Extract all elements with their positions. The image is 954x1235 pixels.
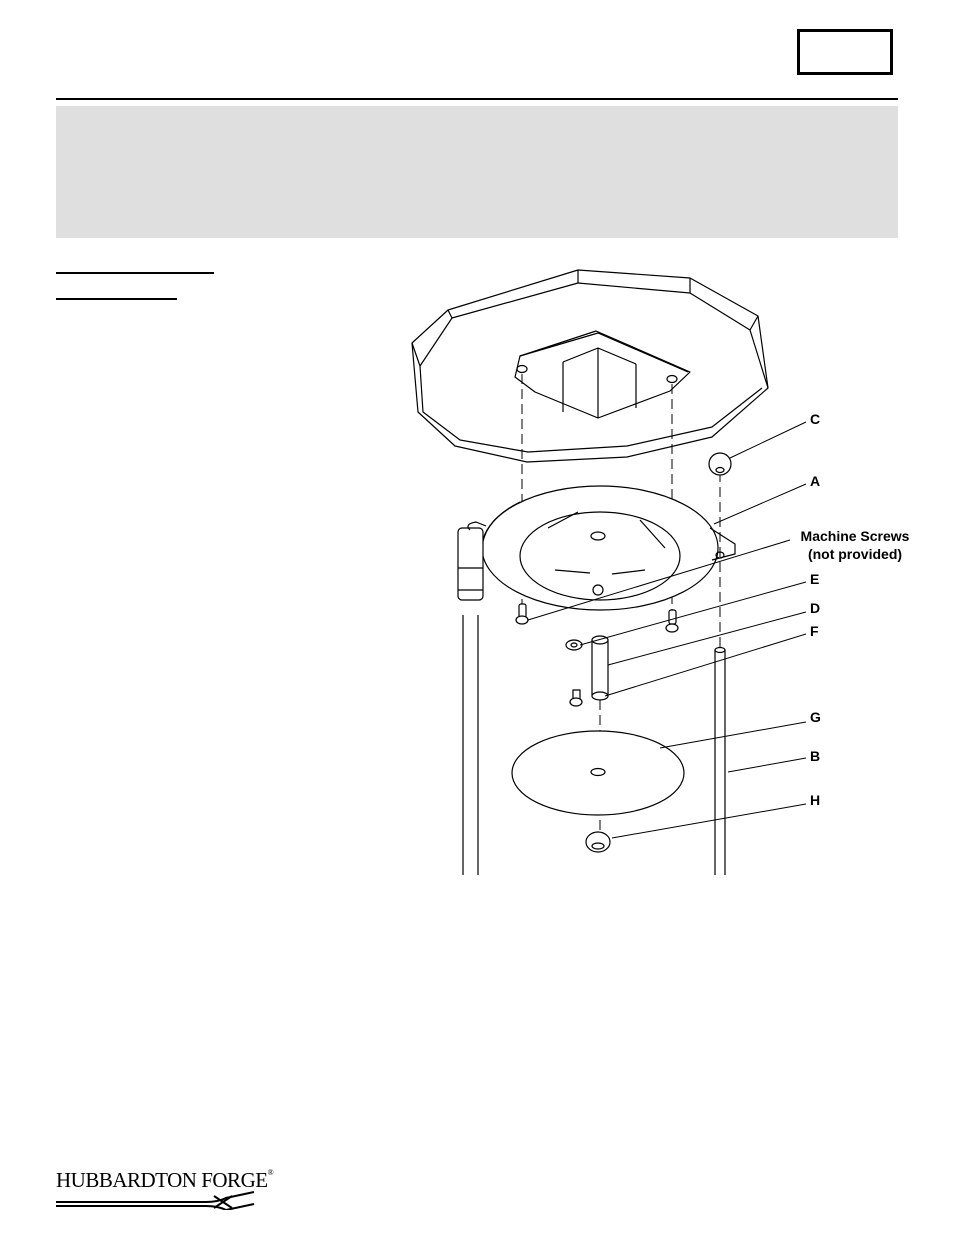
subheading-underline <box>56 298 177 300</box>
canopy-a <box>481 485 736 611</box>
leader-lines <box>527 421 807 839</box>
callout-c: C <box>810 411 820 427</box>
section-heading-underline <box>56 272 214 274</box>
callout-machine-screws: Machine Screws <box>801 528 910 544</box>
screw-f <box>569 689 583 707</box>
brand-name: HUBBARDTON FORGE <box>56 1168 268 1192</box>
washer-e-hole <box>570 642 578 648</box>
header-rule <box>56 98 898 100</box>
callout-e: E <box>810 571 819 587</box>
callout-b: B <box>810 748 820 764</box>
machine-screws <box>515 603 679 633</box>
tongs-icon <box>56 1191 255 1210</box>
rod-b <box>714 646 726 875</box>
callout-a: A <box>810 473 820 489</box>
registered-mark: ® <box>267 1168 274 1177</box>
callout-not-provided: (not provided) <box>808 546 902 562</box>
finial-h <box>585 831 611 853</box>
ball-c <box>708 452 732 476</box>
cover-disc-g <box>511 730 685 816</box>
callout-d: D <box>810 600 820 616</box>
brand-wordmark: HUBBARDTON FORGE® <box>56 1168 274 1193</box>
callout-f: F <box>810 623 819 639</box>
assembly-diagram: C A Machine Screws (not provided) E D F … <box>411 269 910 875</box>
page-number-box <box>797 29 893 75</box>
nipple-d <box>591 635 609 701</box>
callout-h: H <box>810 792 820 808</box>
callout-g: G <box>810 709 821 725</box>
junction-box <box>514 330 691 419</box>
left-rod <box>457 521 487 875</box>
brand-logo: HUBBARDTON FORGE® <box>56 1168 274 1210</box>
instruction-banner <box>56 106 898 238</box>
washer-e <box>565 639 583 651</box>
